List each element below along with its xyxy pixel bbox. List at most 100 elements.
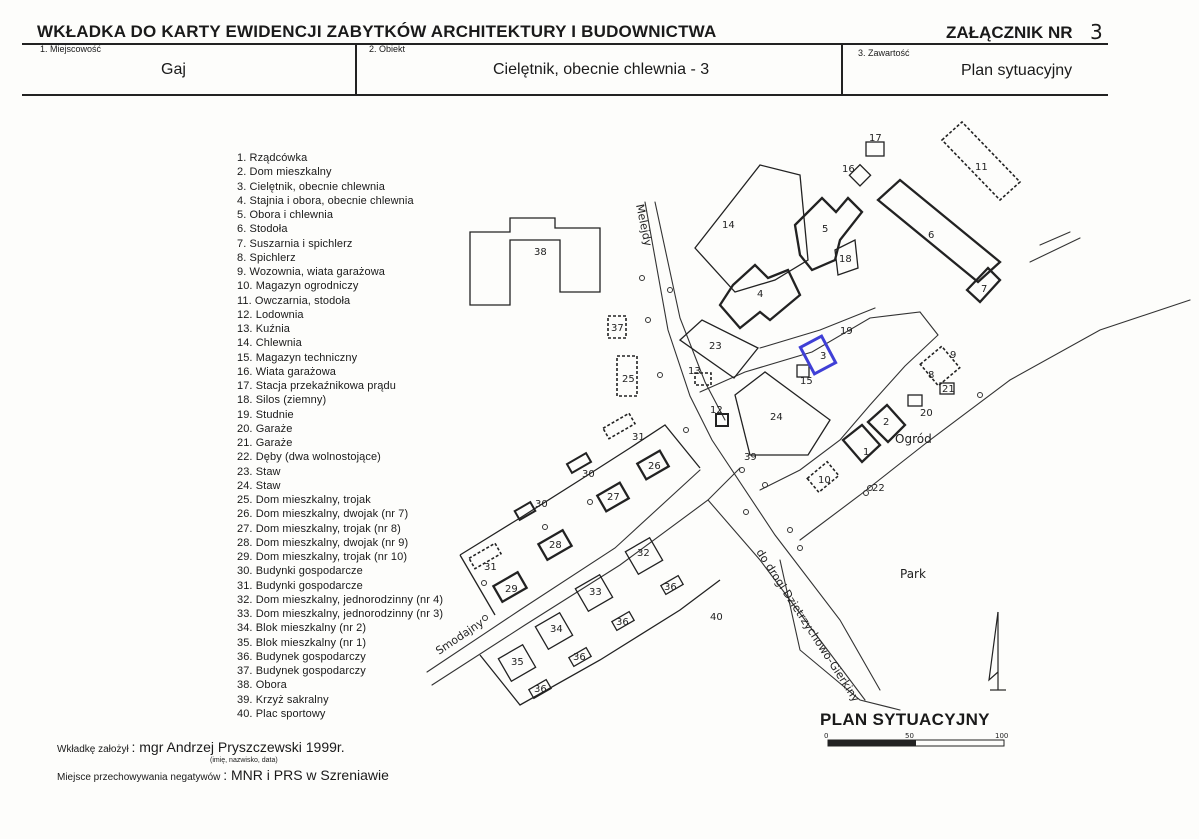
field-line: [1039, 231, 1071, 246]
object-value: Cielętnik, obecnie chlewnia - 3: [493, 61, 710, 78]
map-label-29: 29: [505, 584, 518, 595]
park-boundary: [799, 299, 1191, 541]
legend-item: 9. Wozownia, wiata garażowa: [237, 266, 386, 278]
legend-item: 14. Chlewnia: [237, 337, 302, 350]
map-label-1: 1: [863, 447, 869, 458]
map-label-13: 13: [688, 366, 701, 377]
map-label-27: 27: [607, 492, 620, 503]
road-edge: [426, 469, 701, 673]
plot-line: [459, 424, 701, 556]
road-label-gierkiny: do drogi Dzietrzychowo-Gierkiny: [753, 547, 862, 705]
map-label-26: 26: [648, 461, 661, 472]
building-14: [694, 164, 809, 293]
plot-line: [459, 554, 496, 616]
building-21: [939, 382, 955, 395]
building-27: [595, 481, 631, 513]
legend-item: 5. Obora i chlewnia: [237, 209, 334, 221]
building-7: [965, 266, 1002, 304]
legend-item: 34. Blok mieszkalny (nr 2): [237, 622, 367, 635]
building-31: [467, 542, 503, 570]
field-divider-1: [355, 43, 357, 95]
legend-item: 7. Suszarnia i spichlerz: [237, 237, 353, 250]
object-label: 2. Obiekt: [369, 44, 406, 54]
building-13: [694, 372, 712, 386]
building-32: [624, 536, 664, 576]
plot-line: [479, 579, 721, 706]
legend-item: 20. Garaże: [237, 422, 293, 435]
legend-item: 30. Budynki gospodarcze: [237, 565, 363, 578]
legend-item: 36. Budynek gospodarczy: [237, 650, 366, 663]
building-25: [616, 355, 638, 397]
map-label-30: 30: [582, 469, 595, 480]
plan-title: PLAN SYTUACYJNY: [820, 710, 990, 729]
building-5: [793, 196, 864, 272]
field-divider-2: [841, 43, 843, 95]
scale-label: 100: [995, 732, 1008, 740]
map-label-7: 7: [981, 284, 987, 295]
tree-icon: [863, 490, 869, 496]
map-label-3: 3: [820, 351, 826, 362]
map-label-33: 33: [589, 587, 602, 598]
road-edge: [644, 201, 881, 691]
building-17: [865, 141, 885, 157]
tree-icon: [542, 524, 548, 530]
tree-icon: [667, 287, 673, 293]
storage-line: Miejsce przechowywania negatywów : MNR i…: [57, 767, 389, 783]
tree-icon: [739, 467, 745, 473]
legend-item: 19. Studnie: [237, 408, 294, 421]
locality-value: Gaj: [161, 61, 186, 78]
building-4: [718, 263, 802, 330]
map-label-34: 34: [550, 624, 563, 635]
building-20: [907, 394, 923, 407]
map-label-22: 22: [872, 483, 885, 494]
legend-item: 37. Budynek gospodarczy: [237, 665, 366, 677]
tree-icon: [481, 580, 487, 586]
tree-icon: [762, 482, 768, 488]
document-title: WKŁADKA DO KARTY EWIDENCJI ZABYTKÓW ARCH…: [37, 22, 717, 41]
storage-label: Miejsce przechowywania negatywów: [57, 772, 221, 783]
road-label-melejdy: Melejdy: [633, 203, 655, 248]
legend-item: 40. Plac sportowy: [237, 707, 326, 720]
road-edge: [654, 201, 726, 421]
yard-edge: [759, 307, 876, 349]
legend-item: 38. Obora: [237, 679, 287, 692]
tree-icon: [683, 427, 689, 433]
legend-item: 15. Magazyn techniczny: [237, 351, 358, 364]
building-29: [491, 570, 529, 604]
map-label-38: 38: [534, 247, 547, 258]
author-value: : mgr Andrzej Pryszczewski 1999r.: [131, 739, 345, 755]
storage-value: : MNR i PRS w Szreniawie: [223, 767, 389, 783]
tree-icon: [482, 615, 488, 621]
map-label-35: 35: [511, 657, 524, 668]
area-label-park: Park: [900, 567, 926, 581]
map-label-36: 36: [534, 684, 547, 695]
legend-item: 32. Dom mieszkalny, jednorodzinny (nr 4): [237, 593, 444, 606]
legend-item: 25. Dom mieszkalny, trojak: [237, 494, 371, 506]
map-label-19: 19: [840, 326, 853, 337]
legend-item: 23. Staw: [237, 465, 281, 478]
park-boundary: [779, 559, 901, 711]
tree-icon: [867, 485, 873, 491]
legend-item: 26. Dom mieszkalny, dwojak (nr 7): [237, 508, 409, 521]
building-35: [497, 643, 537, 683]
legend-item: 33. Dom mieszkalny, jednorodzinny (nr 3): [237, 608, 444, 620]
building-31: [601, 412, 637, 440]
building-11: [940, 120, 1022, 202]
legend-item: 13. Kuźnia: [237, 323, 290, 335]
building-34: [534, 611, 574, 651]
map-label-36: 36: [664, 582, 677, 593]
map-label-12: 12: [710, 405, 723, 416]
tree-icon: [977, 392, 983, 398]
building-30: [565, 451, 593, 475]
map-label-16: 16: [842, 164, 855, 175]
legend-item: 24. Staw: [237, 479, 281, 492]
building-1: [841, 423, 882, 464]
building-8-9: [919, 345, 961, 387]
building-28: [536, 528, 574, 562]
tree-icon: [645, 317, 651, 323]
author-line: Wkładkę założył : mgr Andrzej Pryszczews…: [57, 739, 345, 755]
legend-item: 16. Wiata garażowa: [237, 365, 337, 378]
building-36: [659, 574, 685, 596]
legend-item: 12. Lodownia: [237, 308, 304, 321]
author-label: Wkładkę założył: [57, 744, 129, 755]
